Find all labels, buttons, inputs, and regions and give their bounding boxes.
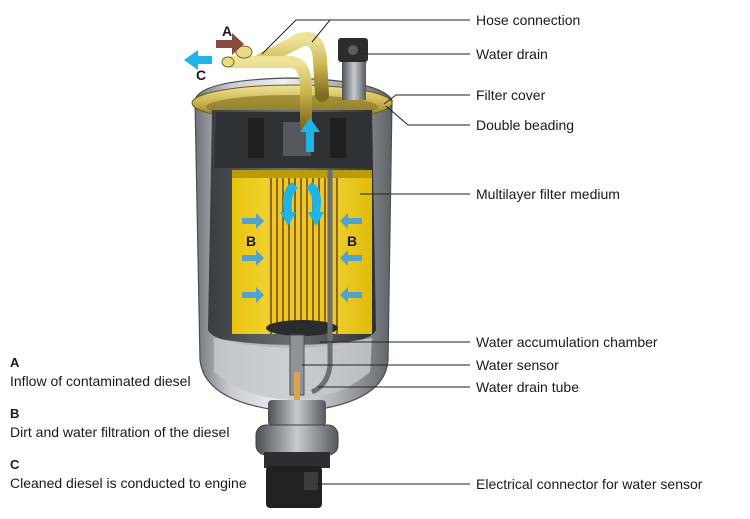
hose-connection xyxy=(221,32,329,131)
callout-water-drain: Water drain xyxy=(476,46,548,62)
legend-key-b: B xyxy=(10,406,20,421)
mark-a: A xyxy=(222,23,232,39)
legend-text-b: Dirt and water filtration of the diesel xyxy=(10,424,230,440)
callout-water-accumulation-chamber: Water accumulation chamber xyxy=(476,334,658,350)
callout-multilayer-filter-medium: Multilayer filter medium xyxy=(476,186,620,202)
filtration-arrows-left xyxy=(242,213,264,303)
legend-key-a: A xyxy=(10,355,20,370)
clean-up-arrow xyxy=(300,118,320,152)
callout-hose-connection: Hose connection xyxy=(476,12,581,28)
water-drain-valve xyxy=(338,38,368,100)
callout-water-drain-tube: Water drain tube xyxy=(476,379,579,395)
mark-c: C xyxy=(196,67,206,83)
legend-key-c: C xyxy=(10,457,20,472)
flow-arrows xyxy=(184,33,362,303)
clean-turn-arrow-right xyxy=(306,182,324,226)
leader-lines xyxy=(261,19,470,485)
callout-double-beading: Double beading xyxy=(476,117,575,133)
electrical-connector xyxy=(255,400,339,508)
inflow-arrow-a xyxy=(216,33,244,55)
legend-text-c: Cleaned diesel is conducted to engine xyxy=(10,475,247,491)
multilayer-filter-medium xyxy=(232,170,372,336)
callout-water-sensor: Water sensor xyxy=(476,357,559,373)
clean-turn-arrow-left xyxy=(280,182,298,226)
callout-filter-cover: Filter cover xyxy=(476,87,546,103)
mark-b-left: B xyxy=(246,233,256,249)
legend-text-a: Inflow of contaminated diesel xyxy=(10,373,191,389)
clean-outflow-arrow-c xyxy=(184,50,212,70)
filtration-arrows-right xyxy=(340,213,362,303)
callout-electrical-connector: Electrical connector for water sensor xyxy=(476,476,703,492)
mark-b-right: B xyxy=(347,233,357,249)
